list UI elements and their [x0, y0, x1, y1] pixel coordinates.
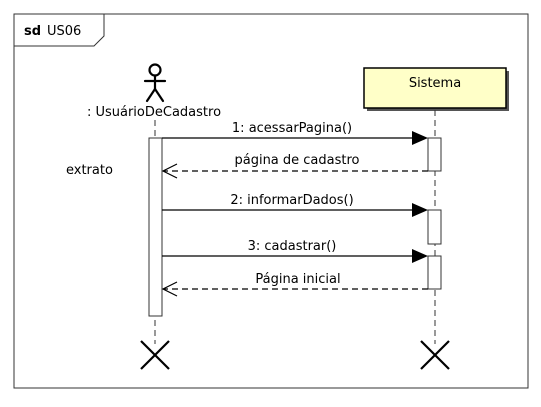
system-activation-bar-2	[427, 209, 442, 245]
filled-arrowhead-icon	[412, 131, 428, 145]
filled-arrowhead-icon	[412, 249, 428, 263]
message-informar-dados[interactable]: 2: informarDados()	[162, 193, 428, 217]
system-activation-bar-3	[427, 255, 442, 290]
sd-frame-tab	[13, 13, 105, 47]
sd-frame	[13, 13, 529, 389]
extrato-note: extrato	[66, 163, 113, 178]
message-label: 3: cadastrar()	[248, 239, 337, 254]
message-label: página de cadastro	[234, 153, 359, 168]
open-arrowhead-icon	[161, 163, 178, 179]
frame-name: US06	[47, 24, 81, 39]
filled-arrowhead-icon	[412, 203, 428, 217]
message-label: 1: acessarPagina()	[232, 121, 352, 136]
message-label: 2: informarDados()	[230, 193, 353, 208]
message-cadastrar[interactable]: 3: cadastrar()	[162, 239, 428, 263]
message-acessar-pagina[interactable]: 1: acessarPagina()	[162, 121, 428, 145]
actor-activation-bar	[148, 137, 163, 317]
system-destroy-icon	[420, 340, 450, 370]
reply-pagina-de-cadastro[interactable]: página de cadastro	[161, 153, 428, 179]
message-label: Página inicial	[255, 272, 340, 287]
actor-label: : UsuárioDeCadastro	[87, 105, 221, 120]
system-lifeline-head[interactable]	[363, 67, 507, 109]
actor-icon	[143, 63, 167, 103]
system-label: Sistema	[409, 76, 461, 91]
system-activation-bar-1	[427, 137, 442, 172]
actor-destroy-icon	[140, 340, 170, 370]
frame-keyword: sd	[24, 24, 41, 39]
open-arrowhead-icon	[161, 281, 178, 297]
reply-pagina-inicial[interactable]: Página inicial	[161, 272, 428, 297]
